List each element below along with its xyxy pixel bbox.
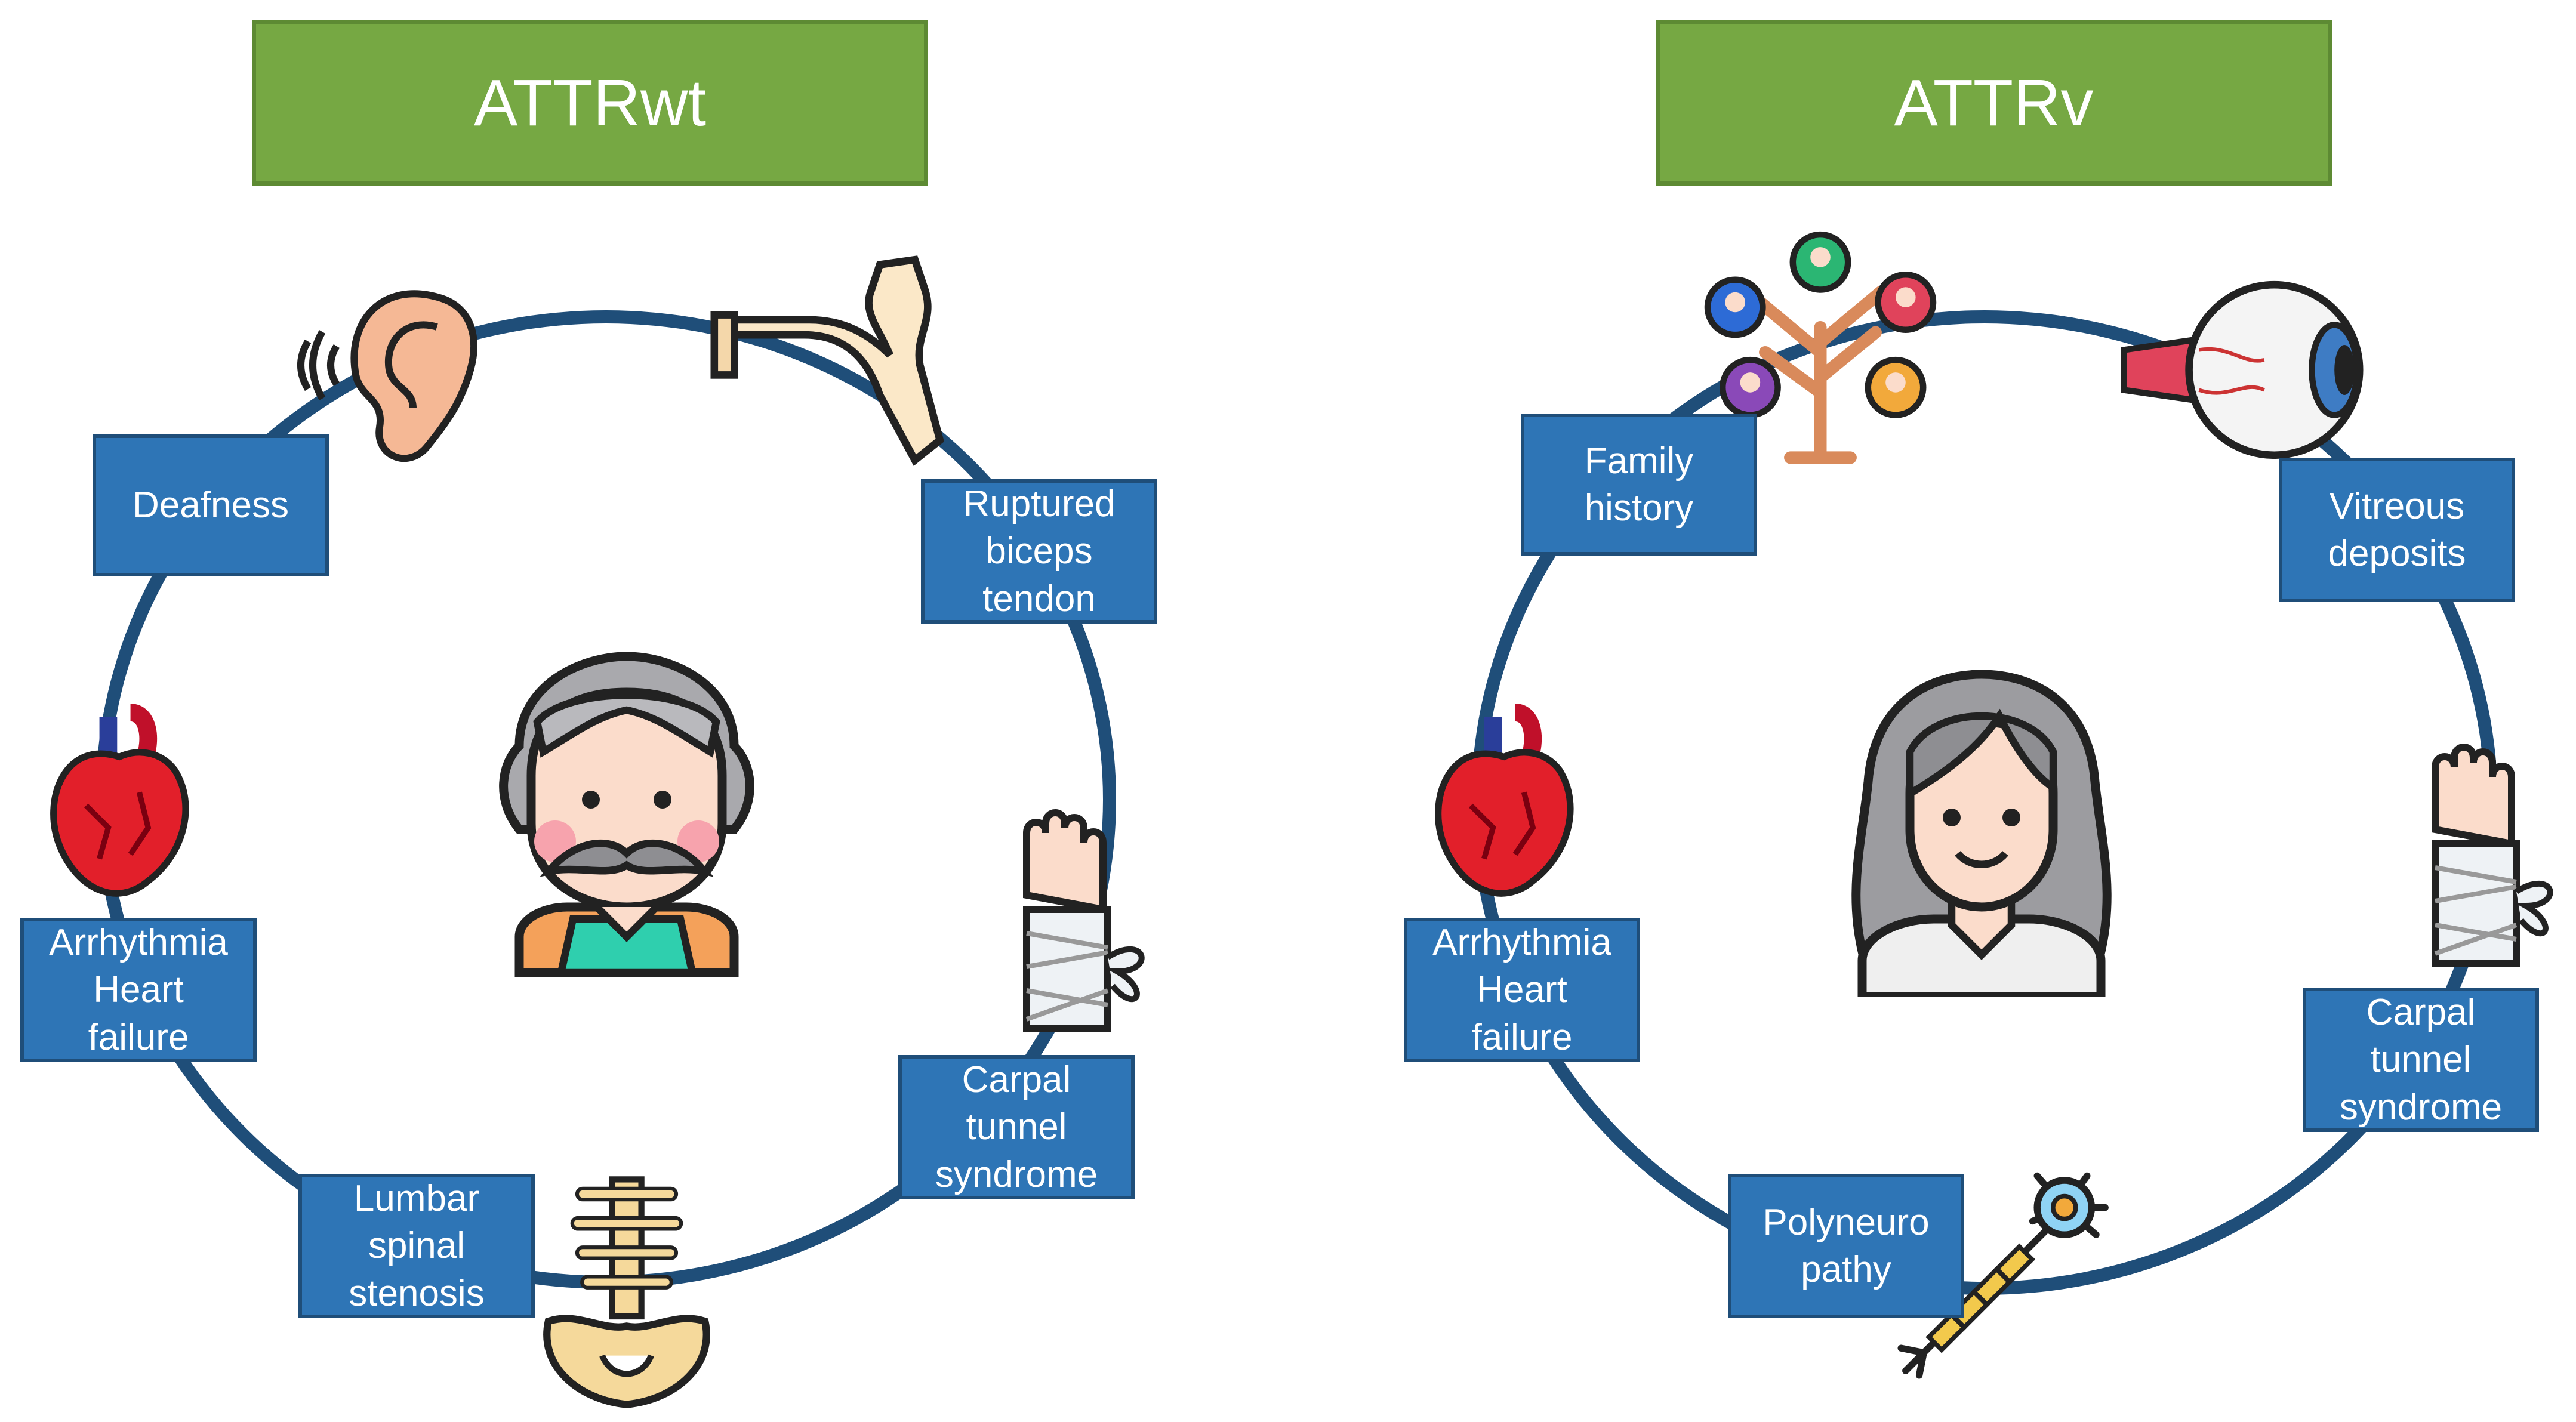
ruptured-biceps-tendon-box: Ruptured biceps tendon [921, 479, 1157, 624]
box-line: syndrome [2339, 1086, 2503, 1128]
box-line: Carpal [962, 1059, 1071, 1100]
family-history-box: Family history [1521, 414, 1757, 556]
box-line: spinal [368, 1225, 465, 1267]
deafness-label: Deafness [133, 485, 289, 526]
polyneuropathy-box: Polyneuro pathy [1728, 1174, 1964, 1318]
box-line: tunnel [2370, 1039, 2472, 1081]
box-line: Family [1584, 440, 1694, 482]
box-line: tendon [982, 578, 1096, 619]
eye-icon [2119, 274, 2369, 465]
deafness-box: Deafness [93, 434, 329, 576]
box-line: Carpal [2366, 991, 2476, 1033]
elderly-man-icon [477, 644, 776, 979]
box-line: Ruptured [963, 483, 1116, 525]
carpal-tunnel-syndrome-box: Carpal tunnel syndrome [2303, 988, 2539, 1132]
box-line: Arrhythmia [1432, 921, 1611, 963]
box-line: Polyneuro [1762, 1201, 1930, 1243]
heart-icon [1426, 692, 1582, 919]
bandaged-wrist-icon [2411, 734, 2566, 973]
arrhythmia-heart-failure-box: Arrhythmia Heart failure [20, 918, 257, 1062]
box-line: biceps [985, 530, 1093, 572]
box-line: Arrhythmia [49, 921, 228, 963]
bandaged-wrist-icon [1003, 800, 1158, 1038]
box-line: deposits [2328, 533, 2466, 574]
box-line: failure [1471, 1016, 1573, 1058]
box-line: syndrome [935, 1153, 1098, 1195]
box-line: failure [88, 1016, 189, 1058]
arrhythmia-heart-failure-box: Arrhythmia Heart failure [1404, 918, 1640, 1062]
box-line: history [1584, 488, 1694, 529]
woman-icon [1832, 662, 2131, 997]
box-line: stenosis [349, 1272, 485, 1314]
attrv-header: ATTRv [1656, 20, 2332, 186]
ear-icon [275, 251, 513, 489]
attrwt-header: ATTRwt [252, 20, 928, 186]
box-line: Vitreous [2329, 485, 2465, 527]
box-line: Heart [1477, 969, 1567, 1011]
carpal-tunnel-syndrome-box: Carpal tunnel syndrome [898, 1055, 1135, 1199]
lumbar-spinal-stenosis-box: Lumbar spinal stenosis [298, 1174, 535, 1318]
box-line: pathy [1801, 1249, 1891, 1290]
box-line: tunnel [966, 1106, 1067, 1148]
attrwt-title: ATTRwt [473, 66, 707, 140]
family-tree-icon [1695, 227, 1946, 465]
spine-pelvis-icon [525, 1170, 728, 1414]
box-line: Heart [93, 969, 184, 1011]
heart-icon [42, 692, 197, 919]
box-line: Lumbar [353, 1177, 480, 1219]
flexed-arm-icon [704, 245, 955, 495]
attrv-title: ATTRv [1894, 66, 2094, 140]
vitreous-deposits-box: Vitreous deposits [2279, 458, 2515, 602]
